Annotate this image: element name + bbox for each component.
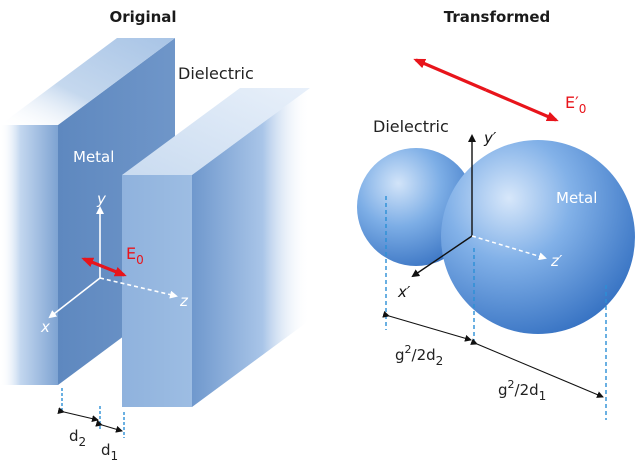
- original-dielectric-label: Dielectric: [178, 64, 254, 83]
- gap-dimensions: [57, 388, 125, 438]
- x-axis-arrow: [48, 277, 101, 319]
- d2-label: d2: [69, 427, 86, 449]
- metal-slab-right: [122, 88, 310, 407]
- original-metal-label: Metal: [73, 148, 114, 166]
- g2-2d1-label: g2/2d1: [498, 378, 546, 403]
- metal-sphere: [441, 140, 635, 334]
- z-axis-arrow: [99, 277, 178, 299]
- field-label-e0-prime: E′0: [565, 93, 586, 116]
- field-arrow-e0: [81, 257, 127, 277]
- axis-x-label: x: [40, 318, 50, 336]
- g2-2d2-label: g2/2d2: [395, 343, 443, 368]
- axis-y-label: y: [96, 190, 107, 208]
- transformed-title: Transformed: [444, 8, 550, 26]
- d1-label: d1: [101, 441, 118, 463]
- z-prime-axis-arrow: [471, 235, 547, 261]
- transformed-metal-label: Metal: [556, 189, 597, 207]
- axis-y-prime-label: y′: [483, 129, 497, 147]
- axis-z-prime-label: z′: [550, 252, 563, 270]
- field-arrow-e0-prime: [413, 58, 559, 122]
- field-label-e0: E0: [126, 244, 144, 267]
- transformed-dielectric-label: Dielectric: [373, 117, 449, 136]
- original-title: Original: [109, 8, 176, 26]
- axis-x-prime-label: x′: [397, 283, 411, 301]
- transformed-guides: [382, 196, 607, 420]
- x-prime-axis-arrow: [411, 235, 473, 278]
- transformed-axes: y′ x′ z′: [397, 129, 563, 301]
- axis-z-label: z: [179, 292, 189, 310]
